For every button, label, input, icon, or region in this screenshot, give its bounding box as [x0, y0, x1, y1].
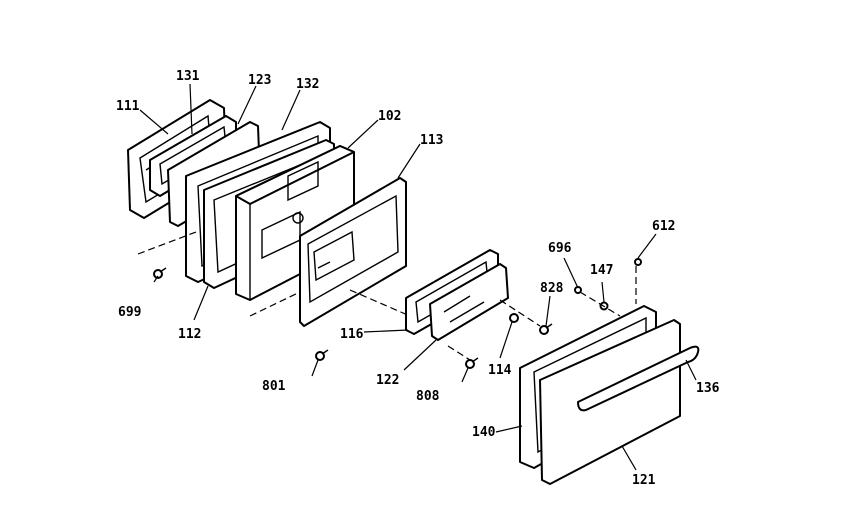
fastener-808	[465, 357, 479, 369]
label-102: 102	[378, 109, 401, 124]
fastener-699	[153, 267, 167, 279]
part-122-window-glass	[429, 263, 509, 341]
label-111: 111	[116, 99, 140, 114]
label-147: 147	[590, 263, 613, 278]
fastener-612	[634, 258, 642, 266]
fastener-114	[509, 313, 519, 323]
label-121: 121	[632, 473, 656, 488]
label-116: 116	[340, 327, 364, 342]
part-113-panel	[299, 177, 407, 327]
label-612: 612	[652, 219, 675, 234]
fastener-828	[539, 323, 553, 335]
part-121-door-panel	[539, 319, 681, 485]
label-123: 123	[248, 73, 271, 88]
label-114: 114	[488, 363, 512, 378]
label-140: 140	[472, 425, 496, 440]
label-808: 808	[416, 389, 440, 404]
part-102-liner-box	[235, 145, 355, 301]
label-131: 131	[176, 69, 200, 84]
label-122: 122	[376, 373, 399, 388]
label-132: 132	[296, 77, 319, 92]
leader-lines	[139, 83, 697, 471]
label-801: 801	[262, 379, 286, 394]
label-696: 696	[548, 241, 572, 256]
label-112: 112	[178, 327, 201, 342]
label-113: 113	[420, 133, 443, 148]
fastener-801	[315, 349, 329, 361]
label-136: 136	[696, 381, 720, 396]
part-136-handle	[577, 345, 700, 412]
label-828: 828	[540, 281, 564, 296]
assembly-lines	[137, 231, 637, 361]
label-699: 699	[118, 305, 141, 320]
